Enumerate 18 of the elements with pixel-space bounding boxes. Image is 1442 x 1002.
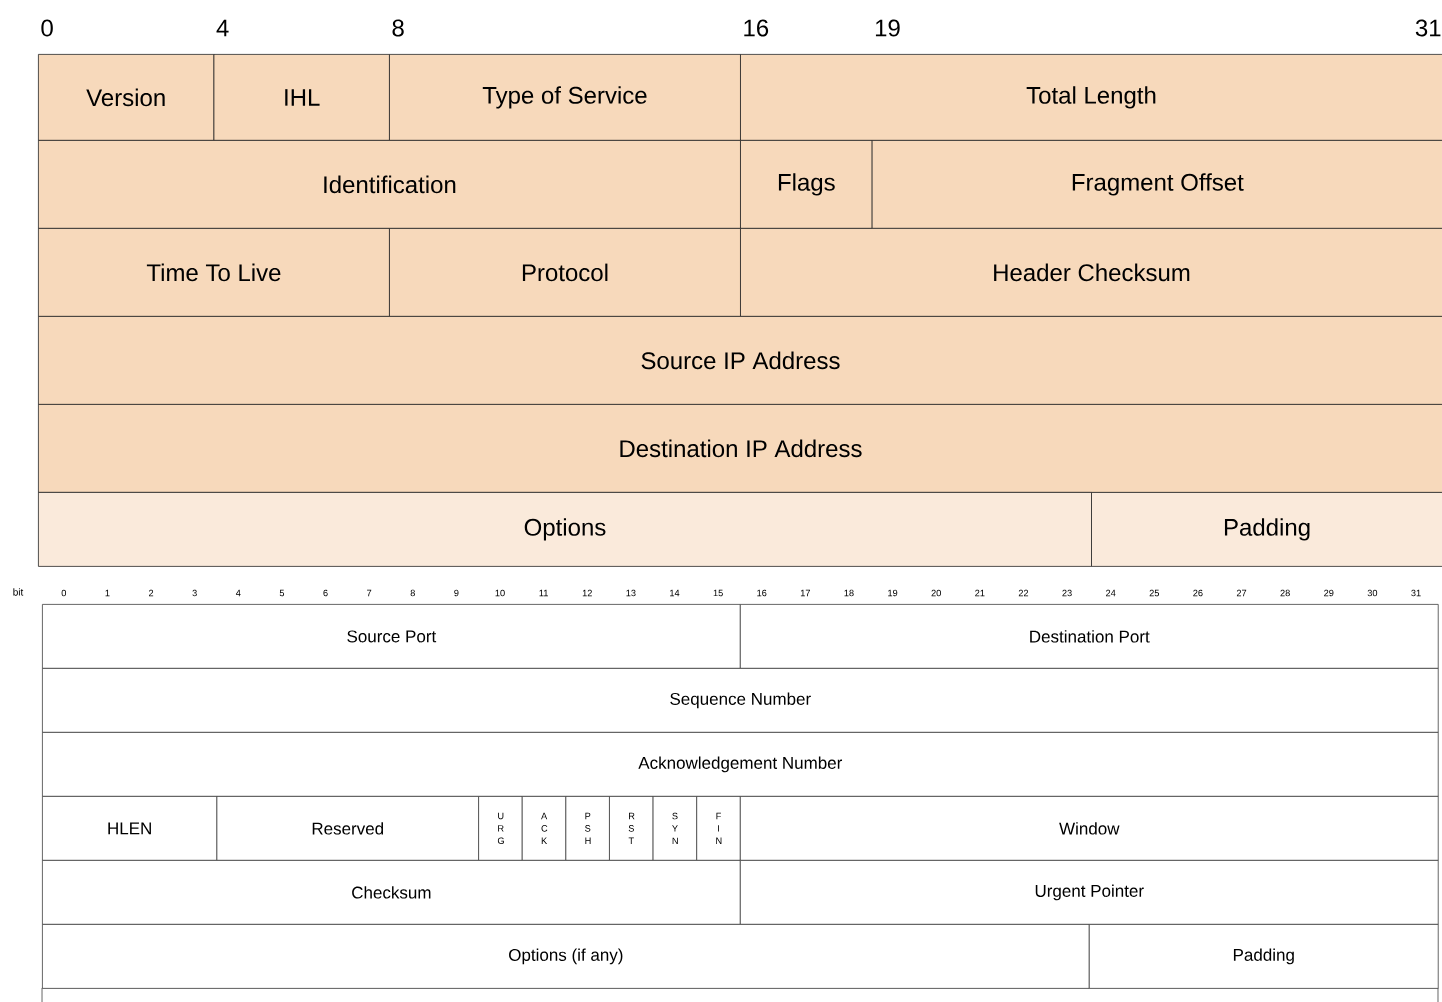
bit-number: 4 bbox=[216, 19, 229, 37]
header-field: IHL bbox=[213, 54, 390, 141]
header-field: Destination Port bbox=[739, 604, 1439, 669]
header-field: Protocol bbox=[389, 228, 741, 317]
header-field: Sequence Number bbox=[42, 668, 1439, 733]
header-field: Source Port bbox=[42, 604, 741, 669]
bit-number: 8 bbox=[392, 19, 404, 37]
header-field: Urgent Pointer bbox=[739, 860, 1439, 925]
header-field: HLEN bbox=[42, 796, 218, 861]
node-label: Total Length bbox=[1026, 86, 1156, 109]
header-field: Padding bbox=[1091, 492, 1442, 567]
bit-number: 16 bbox=[744, 19, 769, 37]
header-field: Padding bbox=[1088, 924, 1439, 989]
header-field: Type of Service bbox=[389, 54, 741, 141]
header-field: Time To Live bbox=[38, 228, 390, 317]
header-field: Flags bbox=[740, 140, 873, 229]
header-field: Destination IP Address bbox=[38, 404, 1442, 493]
header-field: Version bbox=[38, 54, 215, 141]
